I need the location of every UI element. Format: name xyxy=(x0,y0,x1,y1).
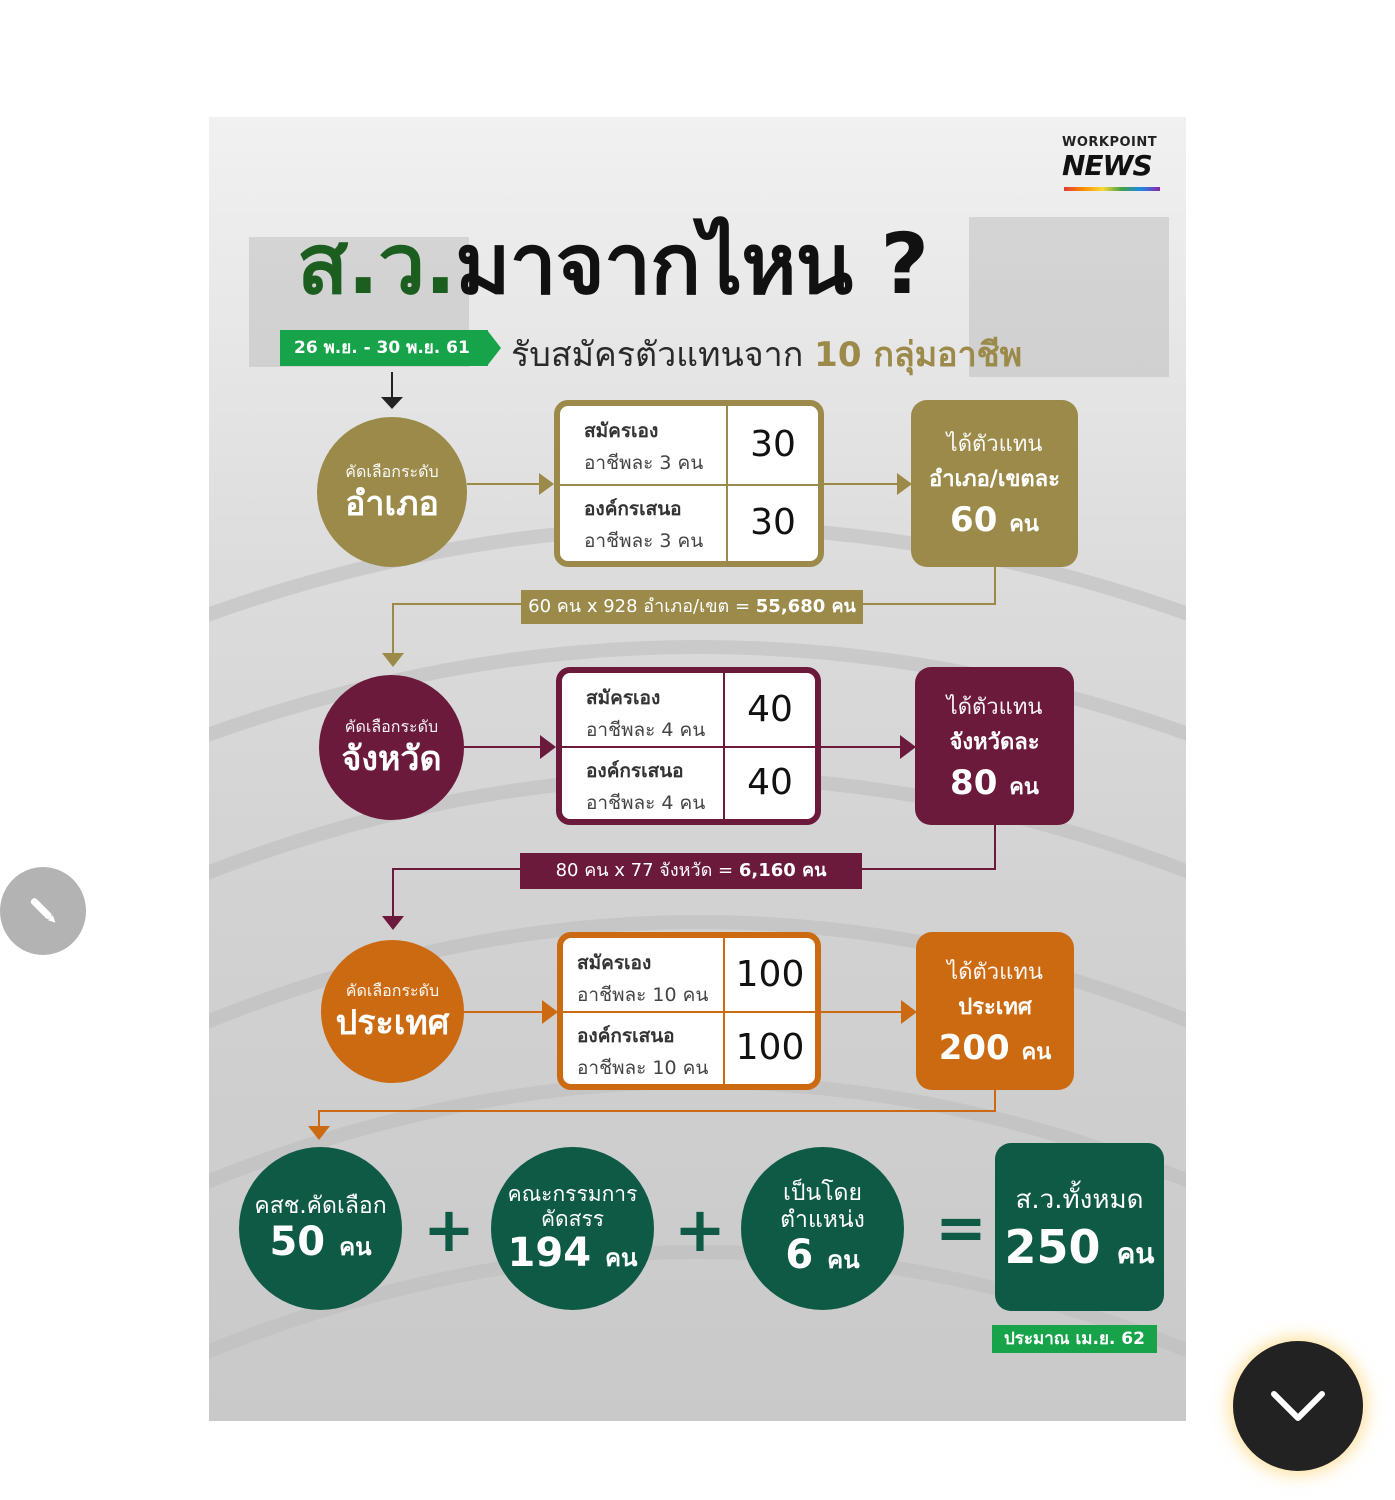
summary-exofficio-circle: เป็นโดย ตำแหน่ง 6 คน xyxy=(741,1147,904,1310)
summary-total-box: ส.ว.ทั้งหมด 250 คน xyxy=(995,1143,1164,1311)
scroll-down-button[interactable] xyxy=(1233,1341,1363,1471)
level-district-table: สมัครเองอาชีพละ 3 คน 30 องค์กรเสนออาชีพล… xyxy=(554,400,824,567)
table-row: สมัครเองอาชีพละ 10 คน 100 xyxy=(563,938,815,1011)
row-title: องค์กรเสนอ xyxy=(586,760,684,782)
level-province-table: สมัครเองอาชีพละ 4 คน 40 องค์กรเสนออาชีพล… xyxy=(556,667,821,825)
table-divider xyxy=(563,1011,815,1013)
row-title: องค์กรเสนอ xyxy=(584,497,682,520)
row-detail: อาชีพละ 10 คน xyxy=(577,984,709,1006)
result-line1: ได้ตัวแทน xyxy=(946,694,1043,720)
page-title: ส.ว.มาจากไหน ? xyxy=(297,222,929,306)
result-unit: คน xyxy=(1009,512,1039,537)
result-line2: ประเทศ xyxy=(958,994,1032,1020)
summary-number: 6 xyxy=(785,1231,814,1278)
level-district-result: ได้ตัวแทน อำเภอ/เขตละ 60 คน xyxy=(911,400,1078,567)
result-number: 60 xyxy=(950,500,998,540)
row-value: 30 xyxy=(750,424,796,466)
level-country-table: สมัครเองอาชีพละ 10 คน 100 องค์กรเสนออาชี… xyxy=(557,932,821,1090)
result-unit: คน xyxy=(1021,1039,1052,1065)
level-country-label: ประเทศ xyxy=(335,1003,450,1044)
row-title: สมัครเอง xyxy=(577,952,652,974)
row-detail: อาชีพละ 3 คน xyxy=(584,452,704,474)
calc-result: 6,160 คน xyxy=(738,860,827,881)
summary-ncpo-circle: คสช.คัดเลือก 50 คน xyxy=(239,1147,402,1310)
summary-unit: คน xyxy=(604,1243,638,1272)
row-value: 40 xyxy=(747,689,793,730)
summary-number: 194 xyxy=(507,1229,592,1276)
level-country-small: คัดเลือกระดับ xyxy=(345,981,440,1001)
summary-label: คณะกรรมการ คัดสรร xyxy=(507,1182,638,1231)
row-value: 40 xyxy=(747,762,793,803)
date-tag-arrow xyxy=(487,330,501,366)
approx-date-tag: ประมาณ เม.ย. 62 xyxy=(992,1325,1157,1353)
level-district-label: อำเภอ xyxy=(345,483,439,524)
subtitle-highlight: 10 กลุ่มอาชีพ xyxy=(814,335,1023,375)
brand-color-bar xyxy=(1064,187,1160,191)
summary-number: 50 xyxy=(269,1218,326,1265)
table-row: องค์กรเสนออาชีพละ 10 คน 100 xyxy=(563,1011,815,1084)
plus-sign: + xyxy=(423,1193,475,1266)
result-line1: ได้ตัวแทน xyxy=(947,959,1043,985)
row-value: 100 xyxy=(735,1027,805,1068)
subtitle-text: รับสมัครตัวแทนจาก xyxy=(511,335,804,375)
edit-button[interactable] xyxy=(0,867,86,955)
row-value: 30 xyxy=(750,501,796,543)
calc-text: 60 คน x 928 อำเภอ/เขต = xyxy=(528,596,756,617)
calc-result: 55,680 คน xyxy=(755,596,856,617)
table-divider xyxy=(560,483,818,486)
level-country-result: ได้ตัวแทน ประเทศ 200 คน xyxy=(916,932,1074,1090)
level-district-calc: 60 คน x 928 อำเภอ/เขต = 55,680 คน xyxy=(521,590,863,624)
result-number: 200 xyxy=(938,1027,1010,1068)
result-line2: จังหวัดละ xyxy=(949,729,1040,755)
summary-committee-circle: คณะกรรมการ คัดสรร 194 คน xyxy=(491,1147,654,1310)
result-line2: อำเภอ/เขตละ xyxy=(929,467,1060,492)
row-title: สมัครเอง xyxy=(584,420,659,442)
summary-label: เป็นโดย ตำแหน่ง xyxy=(780,1180,865,1233)
table-divider xyxy=(562,746,815,748)
row-value: 100 xyxy=(735,954,805,995)
level-province-label: จังหวัด xyxy=(341,739,442,780)
total-label: ส.ว.ทั้งหมด xyxy=(1015,1184,1144,1215)
pencil-icon xyxy=(30,898,56,923)
infographic-image: WORKPOINT NEWS ส.ว.มาจากไหน ? 26 พ.ย. - … xyxy=(209,117,1186,1421)
total-unit: คน xyxy=(1116,1236,1155,1270)
level-country-circle: คัดเลือกระดับ ประเทศ xyxy=(321,940,464,1083)
chevron-down-icon xyxy=(1271,1391,1325,1421)
table-row: องค์กรเสนออาชีพละ 3 คน 30 xyxy=(560,484,818,562)
row-detail: อาชีพละ 4 คน xyxy=(586,792,706,814)
row-title: สมัครเอง xyxy=(586,687,661,709)
result-line1: ได้ตัวแทน xyxy=(946,432,1043,457)
title-green-part: ส.ว. xyxy=(297,215,456,313)
level-district-circle: คัดเลือกระดับ อำเภอ xyxy=(317,417,467,567)
row-detail: อาชีพละ 3 คน xyxy=(584,529,704,552)
brand-logo-top: WORKPOINT xyxy=(1062,135,1158,150)
table-row: สมัครเองอาชีพละ 4 คน 40 xyxy=(562,673,815,746)
summary-label: คสช.คัดเลือก xyxy=(254,1193,387,1220)
title-black-part: มาจากไหน ? xyxy=(455,215,929,313)
calc-text: 80 คน x 77 จังหวัด = xyxy=(555,860,739,881)
date-tag: 26 พ.ย. - 30 พ.ย. 61 xyxy=(280,330,488,366)
summary-unit: คน xyxy=(339,1232,372,1261)
brand-logo-bottom: NEWS xyxy=(1062,149,1153,182)
subtitle: รับสมัครตัวแทนจาก 10 กลุ่มอาชีพ xyxy=(511,327,1022,381)
total-number: 250 xyxy=(1004,1219,1101,1274)
level-province-small: คัดเลือกระดับ xyxy=(344,717,439,737)
equals-sign: = xyxy=(935,1191,987,1264)
row-title: องค์กรเสนอ xyxy=(577,1025,675,1047)
plus-sign: + xyxy=(674,1193,726,1266)
level-district-small: คัดเลือกระดับ xyxy=(345,461,439,481)
row-detail: อาชีพละ 4 คน xyxy=(586,719,706,741)
level-province-calc: 80 คน x 77 จังหวัด = 6,160 คน xyxy=(520,853,862,889)
level-province-circle: คัดเลือกระดับ จังหวัด xyxy=(319,675,464,820)
row-detail: อาชีพละ 10 คน xyxy=(577,1057,709,1079)
level-province-result: ได้ตัวแทน จังหวัดละ 80 คน xyxy=(915,667,1074,825)
table-row: องค์กรเสนออาชีพละ 4 คน 40 xyxy=(562,746,815,819)
table-row: สมัครเองอาชีพละ 3 คน 30 xyxy=(560,406,818,484)
result-unit: คน xyxy=(1009,774,1039,800)
result-number: 80 xyxy=(950,762,998,803)
summary-unit: คน xyxy=(827,1245,860,1274)
